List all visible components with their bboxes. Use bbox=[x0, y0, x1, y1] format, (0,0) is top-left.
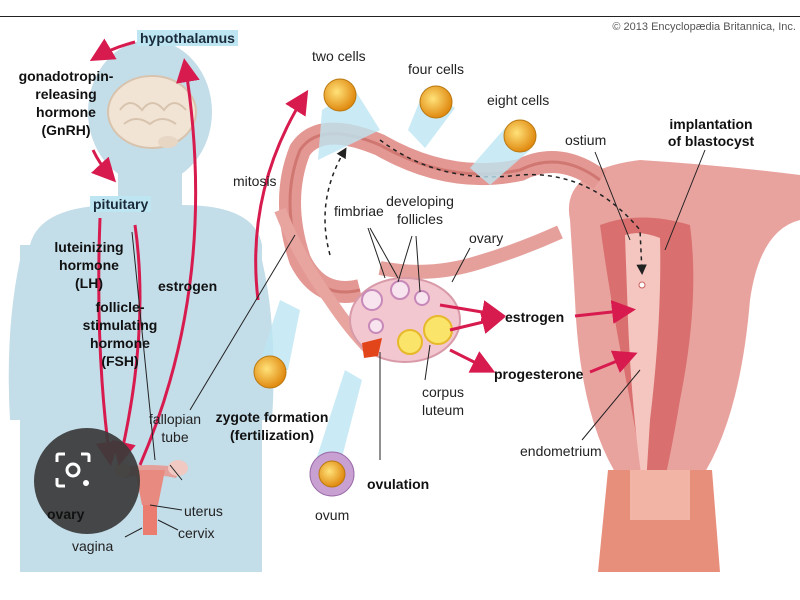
label-developing-1: developing bbox=[386, 193, 454, 209]
lens-icon[interactable] bbox=[53, 450, 93, 490]
label-corpus-1: corpus bbox=[421, 384, 465, 400]
label-lh-1: luteinizing bbox=[54, 239, 124, 255]
top-bar bbox=[0, 0, 800, 16]
label-cervix: cervix bbox=[178, 525, 215, 541]
label-vagina: vagina bbox=[72, 538, 114, 554]
bottom-bar bbox=[0, 572, 800, 600]
label-endometrium: endometrium bbox=[520, 443, 602, 459]
label-fallopian-2: tube bbox=[161, 429, 189, 445]
label-fallopian-1: fallopian bbox=[148, 411, 202, 427]
label-corpus-2: luteum bbox=[421, 402, 465, 418]
brain-icon bbox=[107, 75, 197, 149]
label-lh-2: hormone bbox=[59, 257, 119, 273]
label-progesterone: progesterone bbox=[494, 366, 584, 382]
label-gnrh-3: hormone bbox=[36, 104, 96, 120]
copyright-notice: © 2013 Encyclopædia Britannica, Inc. bbox=[612, 21, 796, 33]
label-fsh-1: follicle- bbox=[95, 299, 145, 315]
label-lh-3: (LH) bbox=[75, 275, 103, 291]
label-developing-2: follicles bbox=[397, 211, 443, 227]
top-divider bbox=[0, 16, 800, 17]
label-hypothalamus: hypothalamus bbox=[137, 30, 238, 46]
label-gnrh-1: gonadotropin- bbox=[18, 68, 114, 84]
label-eight-cells: eight cells bbox=[487, 92, 550, 108]
cell-stages bbox=[253, 78, 537, 497]
label-gnrh-4: (GnRH) bbox=[41, 122, 91, 138]
label-two-cells: two cells bbox=[312, 48, 366, 64]
label-gnrh-2: releasing bbox=[35, 86, 97, 102]
label-estrogen-right: estrogen bbox=[505, 309, 565, 325]
label-zygote-2: (fertilization) bbox=[230, 427, 314, 443]
label-ovary-small: ovary bbox=[47, 506, 85, 522]
label-fsh-2: stimulating bbox=[82, 317, 158, 333]
label-pituitary: pituitary bbox=[90, 196, 152, 212]
label-uterus-small: uterus bbox=[184, 503, 223, 519]
label-ostium: ostium bbox=[565, 132, 607, 148]
label-fimbriae: fimbriae bbox=[334, 203, 384, 219]
uterus-cross-section bbox=[279, 122, 800, 572]
label-zygote-1: zygote formation bbox=[215, 409, 329, 425]
label-implantation-1: implantation bbox=[669, 116, 753, 132]
label-fsh-4: (FSH) bbox=[101, 353, 139, 369]
label-implantation-2: of blastocyst bbox=[667, 133, 755, 149]
label-mitosis: mitosis bbox=[233, 173, 277, 189]
label-ovum: ovum bbox=[315, 507, 350, 523]
label-ovulation: ovulation bbox=[367, 476, 430, 492]
label-fsh-3: hormone bbox=[90, 335, 150, 351]
label-estrogen-left: estrogen bbox=[158, 278, 218, 294]
ovary-illustration bbox=[274, 207, 461, 363]
label-ovary: ovary bbox=[469, 230, 504, 246]
label-four-cells: four cells bbox=[408, 61, 465, 77]
leader-lines bbox=[124, 149, 706, 538]
